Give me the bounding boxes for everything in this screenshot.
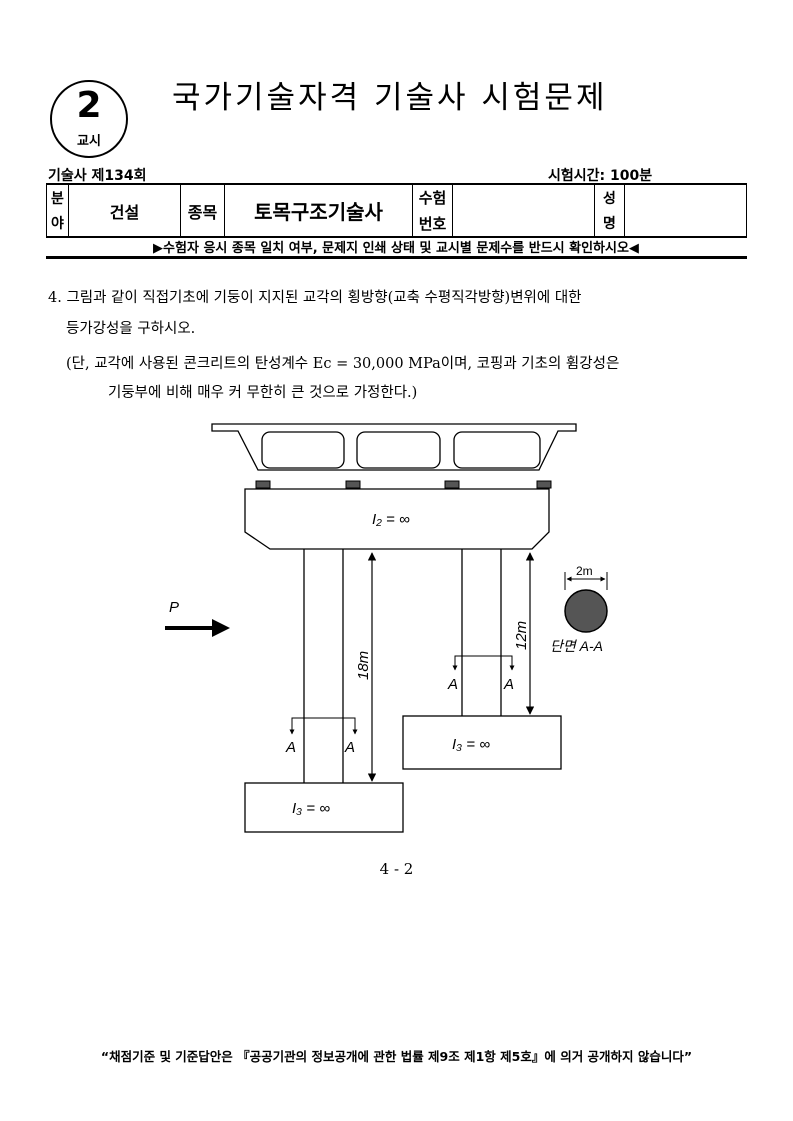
name-field[interactable]	[624, 183, 747, 238]
right-column	[461, 549, 502, 716]
question-line-2: 등가강성을 구하시오.	[66, 321, 196, 337]
coping-label: I₂ = ∞	[372, 511, 410, 528]
session-number: 2	[76, 85, 102, 126]
notice-text: ▶수험자 응시 종목 일치 여부, 문제지 인쇄 상태 및 교시별 문제수를 반…	[153, 241, 639, 256]
footing-left	[244, 782, 404, 833]
bearings	[255, 480, 552, 489]
exam-round: 기술사 제134회	[48, 168, 147, 184]
left-column	[303, 549, 344, 783]
header-divider	[46, 256, 747, 259]
bearing-4	[536, 480, 552, 489]
bearing-3	[444, 480, 460, 489]
question-line-1: 4. 그림과 같이 직접기초에 기둥이 지지된 교각의 횡방향(교축 수평직각방…	[48, 290, 582, 306]
exam-time: 시험시간: 100분	[548, 168, 653, 184]
footing-right-label: I₃ = ∞	[452, 736, 490, 753]
document-title: 국가기술자격 기술사 시험문제	[172, 80, 608, 116]
section-marker-right-a: A	[447, 676, 458, 693]
load-label: P	[169, 599, 179, 616]
category-label: 종목	[180, 183, 225, 238]
coping	[244, 488, 550, 550]
girder-cell-3	[453, 431, 541, 469]
height-left-label: 18m	[355, 651, 372, 680]
height-right-label: 12m	[513, 621, 530, 650]
footing-left-label: I₃ = ∞	[292, 800, 330, 817]
section-marker-left-b: A	[344, 739, 355, 756]
box-girder	[211, 423, 577, 471]
girder-cell-2	[356, 431, 441, 469]
section-cut-left	[289, 717, 358, 735]
page-number: 4 - 2	[379, 860, 414, 878]
question-line-3: (단, 교각에 사용된 콘크리트의 탄성계수 Ec = 30,000 MPa이며…	[66, 356, 620, 372]
question-line-4: 기둥부에 비해 매우 커 무한히 큰 것으로 가정한다.)	[108, 385, 418, 401]
section-marker-right-b: A	[503, 676, 514, 693]
column-section-circle	[564, 589, 608, 633]
section-caption: 단면 A-A	[550, 638, 603, 654]
field-value: 건설	[68, 183, 181, 238]
bearing-1	[255, 480, 271, 489]
category-value: 토목구조기술사	[224, 183, 413, 238]
girder-cell-1	[261, 431, 345, 469]
footer-note: “채점기준 및 기준답안은 『공공기관의 정보공개에 관한 법률 제9조 제1항…	[100, 1049, 693, 1064]
load-arrow-head	[212, 619, 230, 637]
session-label: 교시	[77, 134, 101, 149]
footing-right	[402, 715, 562, 770]
section-cut-right	[452, 655, 515, 671]
section-marker-left-a: A	[285, 739, 296, 756]
section-diameter-label: 2m	[576, 564, 593, 578]
session-badge: 2 교시	[50, 80, 128, 158]
bearing-2	[345, 480, 361, 489]
